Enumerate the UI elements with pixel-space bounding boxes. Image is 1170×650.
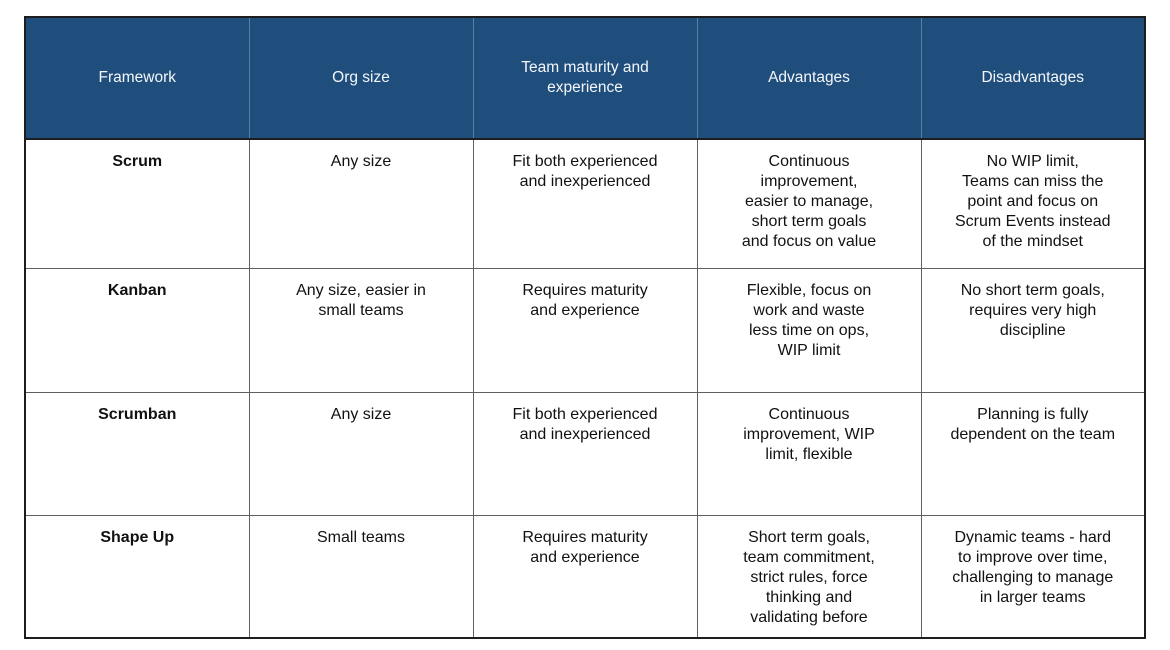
framework-cell: Scrumban: [24, 391, 250, 516]
maturity-cell: Requires maturity and experience: [472, 267, 698, 393]
table-row-kanban: Kanban Any size, easier in small teams R…: [24, 267, 1146, 393]
disadvantages-cell: Dynamic teams - hard to improve over tim…: [920, 514, 1146, 639]
disadvantages-cell: No short term goals, requires very high …: [920, 267, 1146, 393]
org-size-cell: Any size: [248, 391, 474, 516]
maturity-cell: Fit both experienced and inexperienced: [472, 138, 698, 269]
table-row-shape-up: Shape Up Small teams Requires maturity a…: [24, 514, 1146, 639]
table-header-row: Framework Org size Team maturity and exp…: [24, 16, 1146, 140]
header-team-maturity: Team maturity and experience: [472, 16, 698, 140]
advantages-cell: Flexible, focus on work and waste less t…: [696, 267, 922, 393]
framework-cell: Scrum: [24, 138, 250, 269]
framework-cell: Shape Up: [24, 514, 250, 639]
framework-comparison-table: Framework Org size Team maturity and exp…: [24, 16, 1146, 639]
advantages-cell: Continuous improvement, easier to manage…: [696, 138, 922, 269]
framework-comparison-table-wrap: Framework Org size Team maturity and exp…: [24, 16, 1146, 639]
header-advantages: Advantages: [696, 16, 922, 140]
header-disadvantages: Disadvantages: [920, 16, 1146, 140]
org-size-cell: Any size: [248, 138, 474, 269]
maturity-cell: Fit both experienced and inexperienced: [472, 391, 698, 516]
header-org-size: Org size: [248, 16, 474, 140]
org-size-cell: Any size, easier in small teams: [248, 267, 474, 393]
table-row-scrum: Scrum Any size Fit both experienced and …: [24, 138, 1146, 269]
disadvantages-cell: Planning is fully dependent on the team: [920, 391, 1146, 516]
maturity-cell: Requires maturity and experience: [472, 514, 698, 639]
table-row-scrumban: Scrumban Any size Fit both experienced a…: [24, 391, 1146, 516]
framework-cell: Kanban: [24, 267, 250, 393]
disadvantages-cell: No WIP limit, Teams can miss the point a…: [920, 138, 1146, 269]
org-size-cell: Small teams: [248, 514, 474, 639]
advantages-cell: Continuous improvement, WIP limit, flexi…: [696, 391, 922, 516]
advantages-cell: Short term goals, team commitment, stric…: [696, 514, 922, 639]
header-framework: Framework: [24, 16, 250, 140]
